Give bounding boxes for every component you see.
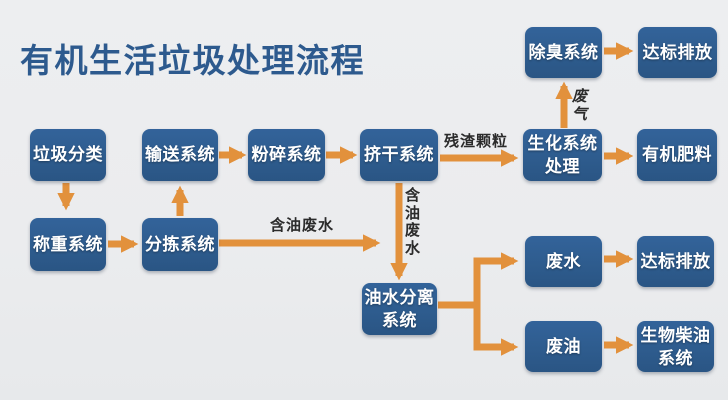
node-label-organic-fertilizer: 有机肥料	[642, 145, 712, 164]
node-waste-oil: 废油	[525, 321, 602, 372]
node-wastewater: 废水	[525, 236, 602, 287]
node-label-waste-oil: 废油	[546, 336, 581, 356]
node-oil-water-separation-system: 油水分离 系统	[362, 283, 437, 335]
node-deodorization-system: 除臭系统	[525, 27, 602, 78]
node-biodiesel-system: 生物柴油 系统	[637, 321, 714, 372]
edge-label-oily-wastewater-vertical: 含油废水	[404, 187, 420, 257]
node-label-conveying-system: 输送系统	[145, 145, 215, 164]
node-crushing-system: 粉碎系统	[248, 129, 325, 181]
node-standard-discharge-gas: 达标排放	[638, 27, 717, 78]
arrow-separation-to-waste-oil	[473, 305, 519, 356]
node-conveying-system: 输送系统	[142, 129, 218, 181]
node-label-sorting-system: 分拣系统	[145, 234, 215, 254]
node-label-weighing-system: 称重系统	[33, 234, 103, 254]
node-squeezing-system: 挤干系统	[360, 129, 438, 181]
node-label-standard-discharge-water: 达标排放	[640, 251, 711, 271]
node-label-garbage-classification: 垃圾分类	[33, 145, 103, 164]
node-label-biodiesel-system: 生物柴油 系统	[640, 325, 711, 368]
node-sorting-system: 分拣系统	[142, 218, 218, 271]
node-label-oil-water-separation-system: 油水分离 系统	[364, 288, 435, 330]
edge-label-waste-gas: 废气	[571, 88, 587, 123]
node-label-deodorization-system: 除臭系统	[528, 42, 599, 62]
node-label-squeezing-system: 挤干系统	[364, 145, 434, 164]
node-label-wastewater: 废水	[546, 251, 581, 271]
node-weighing-system: 称重系统	[30, 218, 106, 271]
node-label-standard-discharge-gas: 达标排放	[642, 42, 713, 62]
edge-label-residue-particles: 残渣颗粒	[444, 133, 509, 150]
edge-label-oily-wastewater-horizontal: 含油废水	[270, 217, 335, 234]
diagram-title: 有机生活垃圾处理流程	[20, 42, 365, 79]
node-garbage-classification: 垃圾分类	[30, 129, 106, 181]
node-organic-fertilizer: 有机肥料	[637, 129, 717, 181]
node-label-biochemical-system: 生化系统 处理	[527, 134, 598, 176]
node-label-crushing-system: 粉碎系统	[251, 145, 322, 164]
node-biochemical-system: 生化系统 处理	[523, 129, 602, 181]
node-standard-discharge-water: 达标排放	[637, 236, 714, 287]
arrow-separation-to-wastewater	[438, 252, 519, 309]
